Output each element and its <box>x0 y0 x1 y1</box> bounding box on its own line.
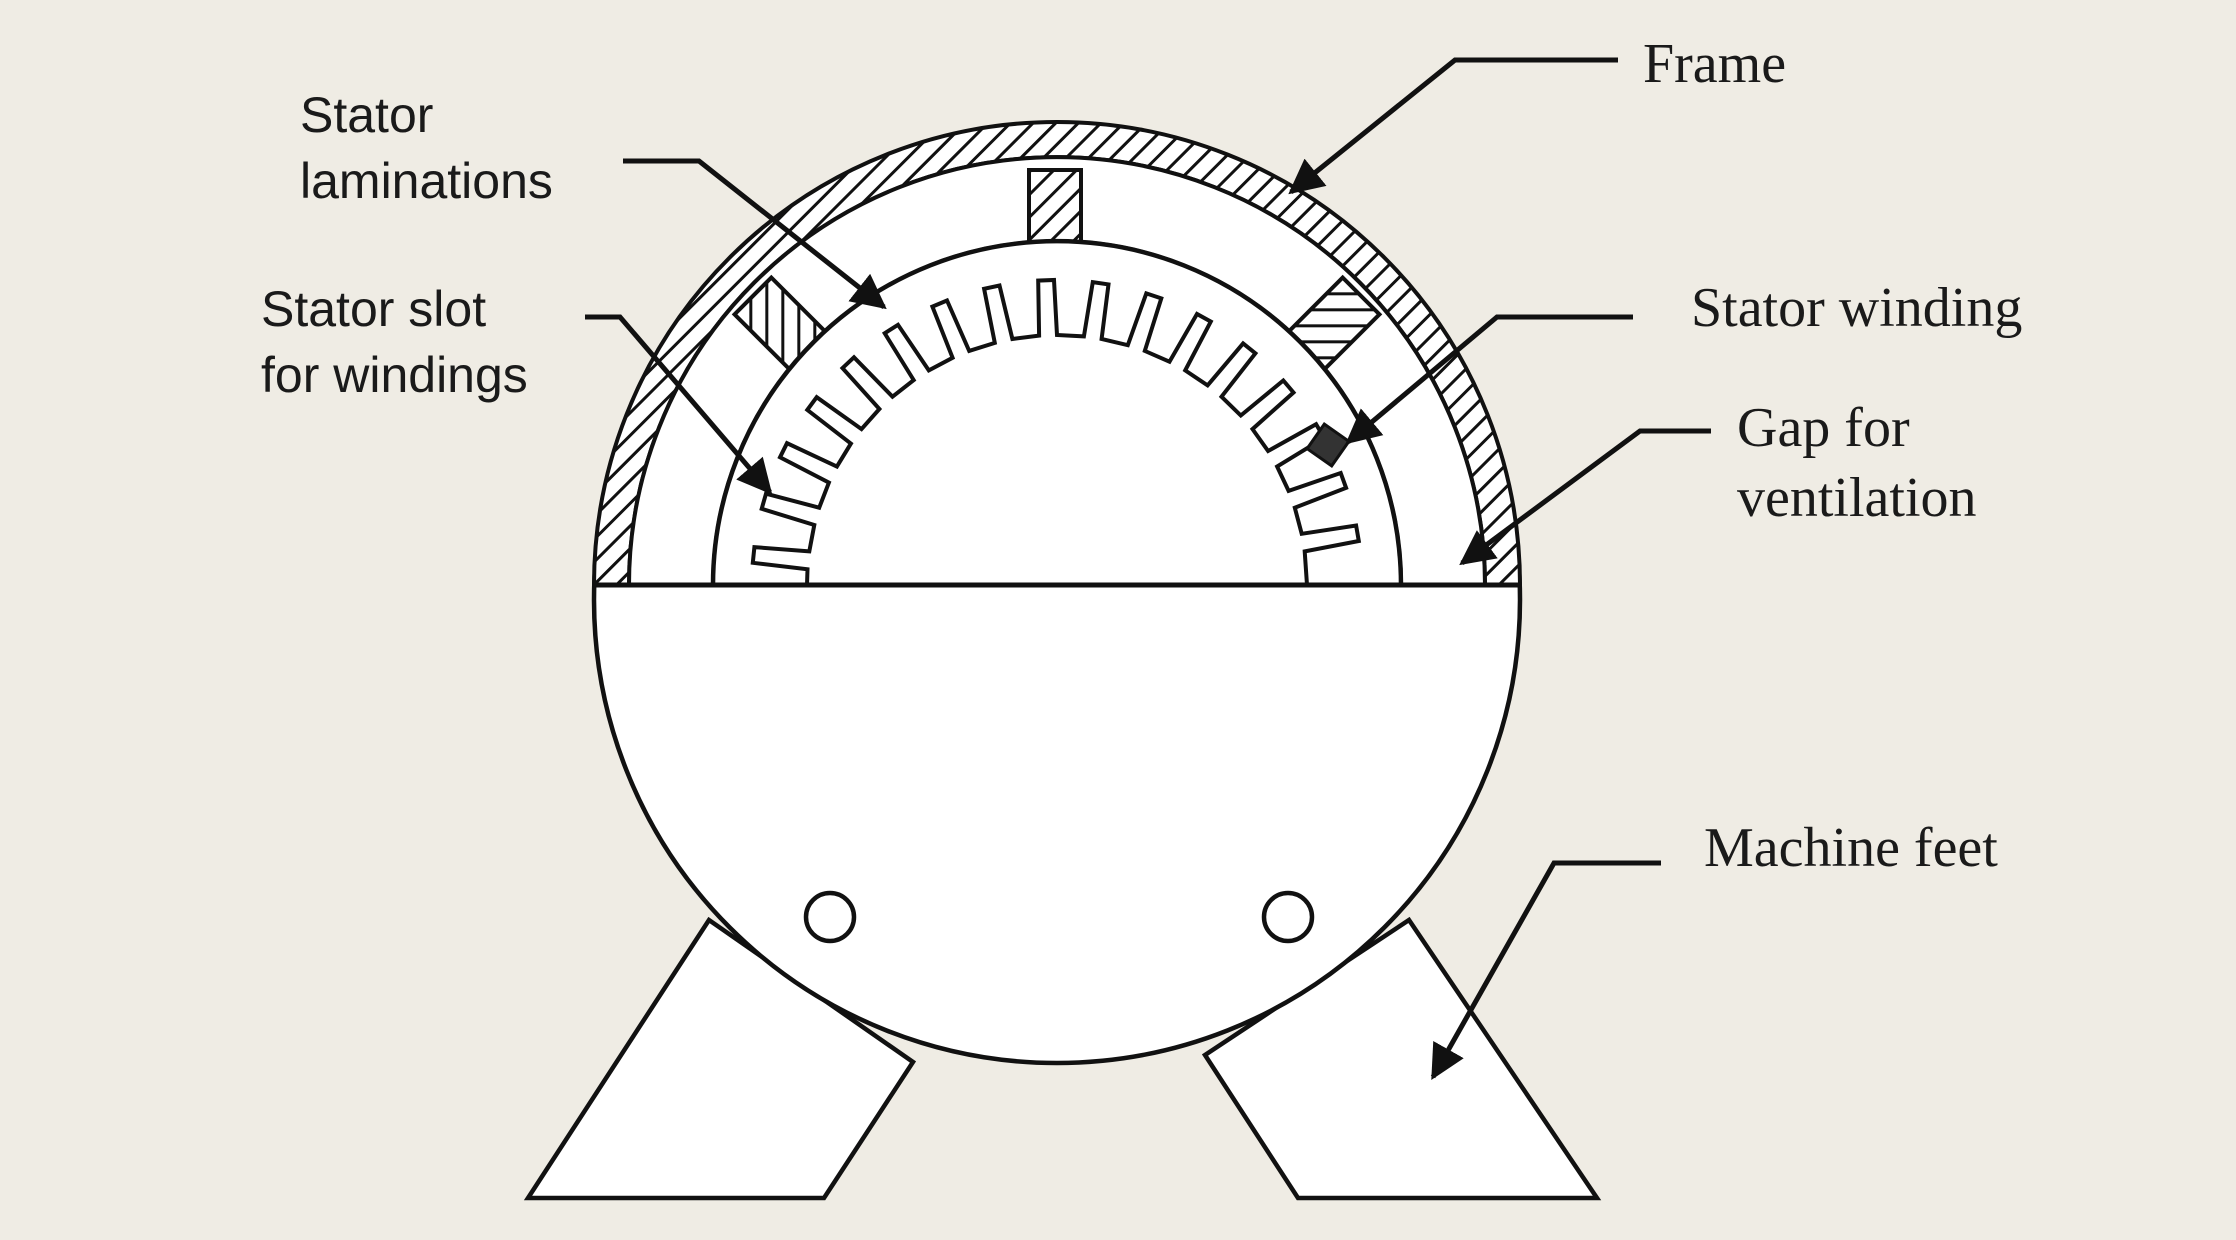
bolt-hole-left <box>803 890 857 944</box>
winding-leader <box>1345 314 1633 445</box>
label-stator-slot-2: for windings <box>261 347 528 403</box>
slot-leader <box>585 314 773 495</box>
label-gap-1: Gap for <box>1737 397 1910 459</box>
label-stator-laminations-2: laminations <box>300 153 553 209</box>
bolt-hole-right <box>1261 890 1315 944</box>
frame-leader <box>1288 57 1618 195</box>
label-machine-feet: Machine feet <box>1704 817 1998 879</box>
feet-leader <box>1430 860 1661 1081</box>
label-gap-2: ventilation <box>1737 467 1977 529</box>
stator-bore-slots <box>750 277 1362 587</box>
gap-leader <box>1459 428 1711 566</box>
stator-winding <box>1305 422 1351 468</box>
label-frame: Frame <box>1643 33 1786 95</box>
laminations-leader <box>623 158 887 310</box>
machine-foot-left <box>523 916 917 1201</box>
label-stator-winding: Stator winding <box>1691 277 2022 339</box>
label-stator-slot-1: Stator slot <box>261 281 486 337</box>
label-stator-laminations-1: Stator <box>300 87 433 143</box>
